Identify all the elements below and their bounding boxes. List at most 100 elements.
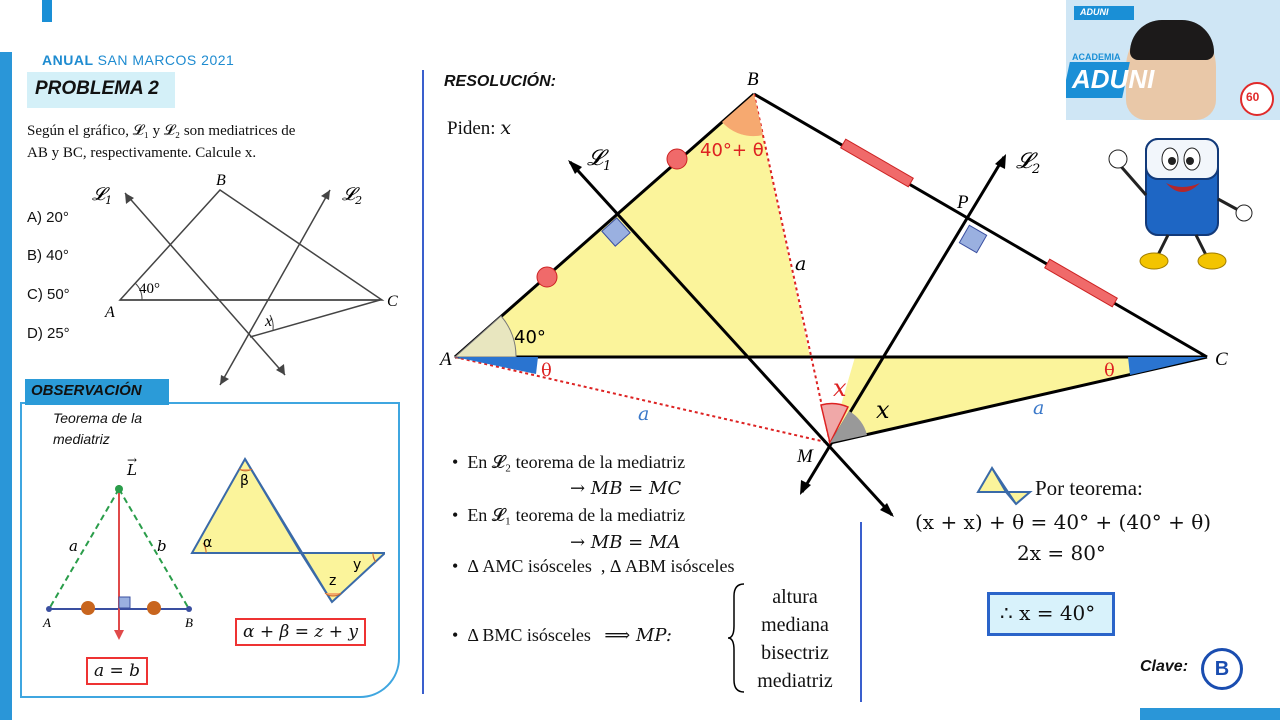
resolution-figure: B A C M P 𝓛1 𝓛2 40°+ θ 40° θ θ a a a x x [438,69,1228,517]
presenter-hair [1130,20,1214,60]
line-l2 [219,189,331,386]
bullet-1-result: → MB = MC [570,478,682,499]
vertical-divider [422,70,424,694]
triangle-abm-fill [455,94,810,357]
bullet-1: • En 𝓛₂ teorema de la mediatriz [452,452,686,472]
mp-property-mediatriz: mediatriz [757,670,833,692]
observation-figure: L → a b A B α β y z [42,455,385,640]
bullet-4: • Δ BMC isósceles ⟹ MP: [452,625,672,646]
equal-mark-left [81,601,95,615]
equal-circle-1 [666,148,688,170]
formula-a-equals-b: a = b [86,657,149,685]
equation-1: (x + x) + θ = 40° + (40° + θ) [915,510,1212,534]
theta-a-sector [455,357,538,374]
equal-mark-right [147,601,161,615]
label-point-a: A [42,615,51,630]
segment-am [454,356,831,444]
top-accent-bar [42,0,52,22]
statement-line-2: AB y BC, respectivamente. Calcule x. [27,145,257,161]
asked-line: Piden: x [447,117,512,139]
mp-property-mediana: mediana [761,614,829,636]
theorem-title: Teorema de la mediatriz [53,410,142,447]
label-a-bm: a [795,253,806,275]
equal-bar-1 [840,138,914,188]
label-angle-b: 40°+ θ [700,140,764,161]
option-a: A) 20° [27,209,69,226]
statement-line-1: Según el gráfico, 𝓛₁ y 𝓛₂ son mediatrice… [27,123,296,139]
label-b: B [216,172,226,189]
anniversary-badge [1240,82,1274,116]
mp-property-altura: altura [772,586,818,608]
formula-angle-sum: α + β = z + y [235,618,367,646]
option-d: D) 25° [27,325,70,342]
label-z: z [329,573,336,589]
label-l-vector: L [126,461,137,479]
segment-mc [249,299,381,338]
webcam-brand-large: ADUNI [1072,64,1155,94]
label-l1: 𝓛1 [92,184,112,207]
label-x: x [264,313,272,330]
option-c: C) 50° [27,286,70,303]
label-side-b: b [157,537,167,555]
bottom-accent-bar [1140,708,1280,720]
line-l1 [568,160,894,517]
label-a: A [438,349,452,370]
option-b: B) 40° [27,247,69,264]
clave-answer-badge: B [1201,648,1243,690]
bullet-2: • En 𝓛₁ teorema de la mediatriz [452,505,686,525]
webcam-overlay: ADUNI ACADEMIA ADUNI 60 [1066,0,1280,120]
label-b: B [747,69,759,90]
problem-statement: Según el gráfico, 𝓛₁ y 𝓛₂ son mediatrice… [27,120,407,164]
label-a-am: a [638,403,649,425]
webcam-academy-label: ACADEMIA [1072,52,1121,62]
right-angle-marker-1 [601,217,631,247]
label-a: A [104,304,115,321]
angle-x-gray [830,411,867,443]
label-l2: 𝓛2 [342,184,362,207]
label-c: C [1215,349,1228,370]
vertical-divider-2 [860,522,862,702]
answer-text: ∴ x = 40° [1000,601,1096,625]
svg-text:→: → [127,455,137,467]
problem-badge: PROBLEMA 2 [27,72,175,108]
answer-box: ∴ x = 40° [987,592,1115,636]
label-p: P [956,192,969,213]
label-x-red: x [833,374,847,402]
webcam-brand-small: ADUNI [1080,7,1109,17]
label-theta-a: θ [541,360,552,381]
webcam-logo-bar [1074,6,1134,20]
butterfly-icon [976,466,1033,506]
label-beta: β [240,473,249,489]
problem-badge-label: PROBLEMA 2 [35,78,159,99]
label-c: C [387,293,398,310]
label-angle-a: 40° [514,327,546,348]
label-l1: 𝓛1 [587,146,611,174]
theta-c-sector [1128,357,1207,375]
equation-2: 2x = 80° [1017,541,1106,565]
course-title: ANUAL SAN MARCOS 2021 [42,52,235,68]
label-x-black: x [876,396,890,424]
angle-x-red [820,402,850,446]
label-alpha: α [203,535,212,551]
right-angle-marker-2 [958,224,988,254]
theorem-label: Por teorema: [1035,476,1143,500]
observation-badge-label: OBSERVACIÓN [31,382,142,399]
label-angle-40: 40° [139,281,160,297]
label-a-cm: a [1033,397,1044,419]
mascot-illustration [1108,138,1253,270]
problem-figure: B A C 40° x 𝓛1 𝓛2 [92,172,398,386]
clave-label: Clave: [1140,658,1189,675]
label-point-b: B [185,615,193,630]
bullet-2-result: → MB = MA [570,532,681,553]
line-l1 [124,192,286,376]
equal-bar-2 [1044,258,1118,308]
label-theta-c: θ [1104,360,1115,381]
label-y: y [353,557,361,573]
equal-circle-2 [536,266,558,288]
angle-b-sector [722,94,763,137]
side-ab [454,92,755,359]
mp-properties: altura mediana bisectriz mediatriz [745,583,845,695]
observation-badge: OBSERVACIÓN [25,379,169,405]
side-bc [753,92,1208,359]
mp-property-bisectriz: bisectriz [761,642,829,664]
